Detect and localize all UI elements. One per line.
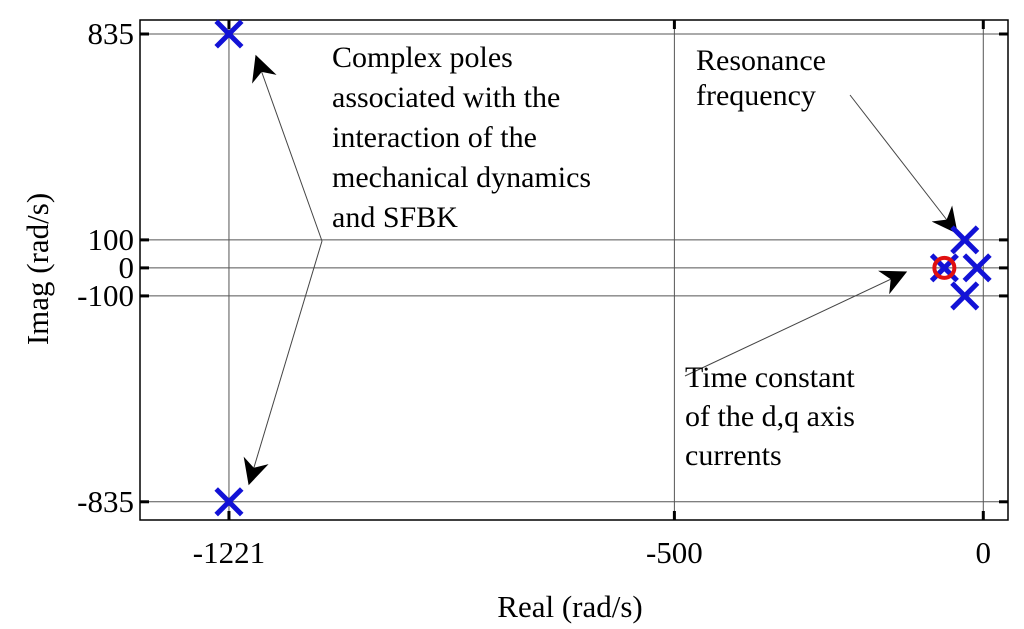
annotation-text: Complex poles associated with the interact… <box>332 41 855 472</box>
annotation-time-constant: Time constant of the d,q axis currents <box>685 361 855 472</box>
pole-marker <box>950 225 980 255</box>
annotation-line: Time constant <box>685 361 855 394</box>
annotation-line: of the d,q axis <box>685 400 855 433</box>
pole-marker <box>962 253 992 283</box>
zero-marker <box>932 255 957 280</box>
annotation-arrows <box>243 54 958 486</box>
zero-markers <box>932 255 957 280</box>
annotation-line: currents <box>685 439 782 472</box>
annotation-line: associated with the <box>332 81 560 114</box>
annotation-line: and SFBK <box>332 201 458 234</box>
pole-marker <box>214 487 244 517</box>
x-tick-label: -1221 <box>193 535 265 570</box>
annotation-arrow-time-constant <box>684 270 908 377</box>
pole-marker <box>950 281 980 311</box>
tick-marks <box>140 20 1008 520</box>
annotation-line: Resonance <box>696 44 826 77</box>
annotation-arrow-complex-poles <box>243 240 323 486</box>
annotation-line: Complex poles <box>332 41 513 74</box>
annotation-line: frequency <box>696 79 816 112</box>
annotation-complex-poles: Complex poles associated with the interact… <box>332 41 591 234</box>
y-tick-label: 100 <box>88 222 135 257</box>
annotation-line: mechanical dynamics <box>332 161 591 194</box>
plot-area-frame <box>139 19 1009 521</box>
x-tick-label: 0 <box>976 535 992 570</box>
x-axis-label: Real (rad/s) <box>497 589 642 624</box>
x-tick-label: -500 <box>646 535 703 570</box>
x-tick-labels: -1221 -500 0 <box>193 535 991 570</box>
y-tick-label: -835 <box>77 484 134 519</box>
annotation-arrow-complex-poles <box>252 54 323 242</box>
y-tick-label: -100 <box>77 278 134 313</box>
annotation-arrow-resonance <box>849 94 958 235</box>
pole-marker <box>214 19 244 49</box>
grid-layer <box>140 20 1008 520</box>
y-tick-label: 0 <box>119 250 135 285</box>
y-tick-label: 835 <box>88 16 135 51</box>
y-axis-label: Imag (rad/s) <box>20 193 55 345</box>
annotation-line: interaction of the <box>332 121 537 154</box>
